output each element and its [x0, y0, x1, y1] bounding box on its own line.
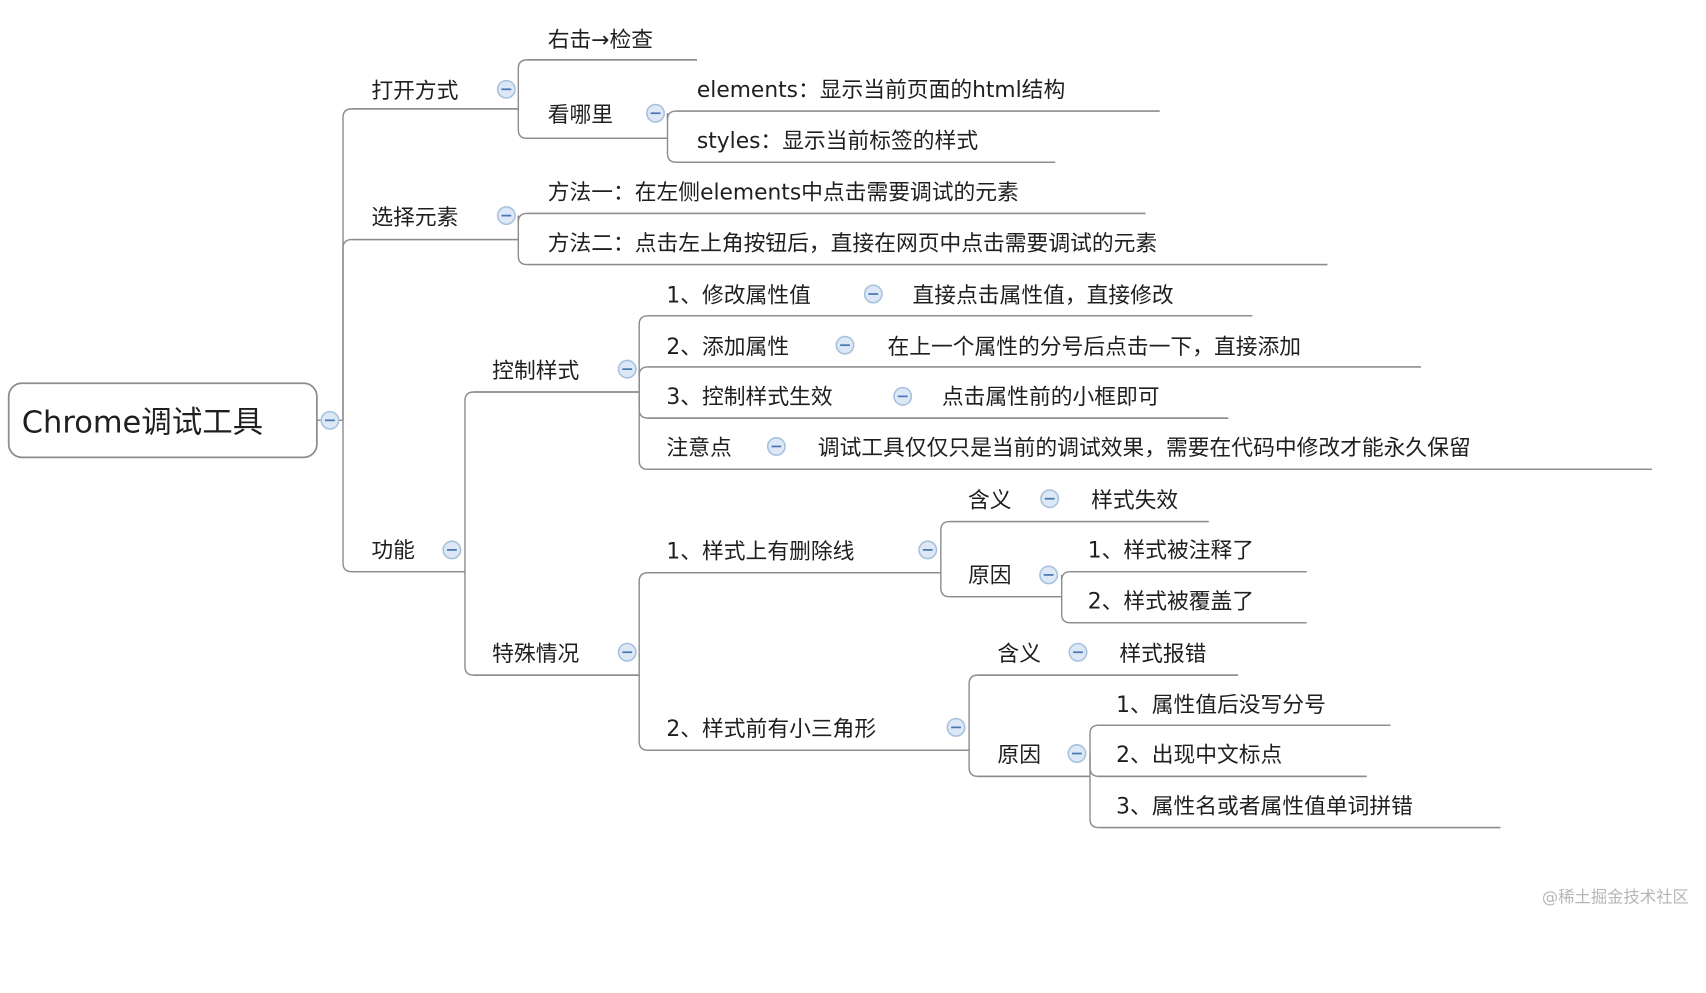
collapse-minus-icon-where[interactable]	[646, 103, 665, 123]
node-note[interactable]: 注意点	[666, 436, 731, 461]
connector-triangle-reason	[968, 727, 1090, 778]
node-underlines	[351, 59, 1652, 829]
node-toggle-style[interactable]: 3、控制样式生效	[666, 385, 832, 410]
node-triangle-reason-3[interactable]: 3、属性名或者属性值单词拼错	[1116, 794, 1413, 819]
node-strikethrough[interactable]: 1、样式上有删除线	[666, 540, 854, 565]
connector-features	[342, 420, 465, 573]
connector-method-2	[517, 215, 1328, 266]
connector-note	[638, 369, 1652, 471]
node-right-click-inspect[interactable]: 右击→检查	[548, 28, 653, 53]
node-select-element[interactable]: 选择元素	[371, 205, 458, 230]
watermark: @稀土掘金技术社区	[1542, 888, 1689, 907]
node-triangle[interactable]: 2、样式前有小三角形	[666, 717, 876, 742]
root-node-label: Chrome调试工具	[22, 405, 263, 440]
connector-open	[342, 108, 519, 421]
node-strikethrough-reason-1[interactable]: 1、样式被注释了	[1088, 539, 1254, 564]
node-strikethrough-meaning[interactable]: 含义	[968, 488, 1012, 513]
node-triangle-reason-2[interactable]: 2、出现中文标点	[1116, 743, 1282, 768]
node-select-method-1[interactable]: 方法一：在左侧elements中点击需要调试的元素	[548, 180, 1019, 205]
node-note-desc[interactable]: 调试工具仅仅只是当前的调试效果，需要在代码中修改才能永久保留	[818, 436, 1471, 461]
collapse-minus-icon-modify-value[interactable]	[863, 284, 883, 304]
root-node[interactable]: Chrome调试工具	[7, 382, 318, 459]
collapse-minus-icon-toggle-style[interactable]	[893, 386, 913, 406]
node-modify-value[interactable]: 1、修改属性值	[666, 284, 810, 309]
node-add-property[interactable]: 2、添加属性	[666, 335, 789, 360]
connector-strikethrough-reason	[940, 549, 1062, 598]
node-triangle-reason-1[interactable]: 1、属性值后没写分号	[1116, 693, 1326, 718]
connector-strikethrough-meaning	[940, 520, 1209, 550]
root-node-box	[7, 382, 318, 459]
collapse-minus-icon-strikethrough-reason[interactable]	[1039, 565, 1059, 585]
connector-triangle	[638, 652, 970, 751]
collapse-minus-icon-add-property[interactable]	[835, 335, 855, 355]
connector-right-click	[517, 59, 697, 90]
node-triangle-meaning[interactable]: 含义	[997, 642, 1041, 667]
collapse-minus-icon-triangle-reason[interactable]	[1067, 744, 1087, 763]
connector-method-1	[517, 212, 1146, 223]
collapse-minus-icon-control-styles[interactable]	[617, 359, 637, 379]
collapse-minus-icon-special-cases[interactable]	[617, 642, 637, 662]
connector-styles	[666, 113, 1056, 163]
node-styles-panel[interactable]: styles：显示当前标签的样式	[697, 129, 978, 154]
node-control-styles[interactable]: 控制样式	[492, 359, 579, 384]
connector-triangle-reason-3	[1089, 753, 1501, 829]
node-strikethrough-reason[interactable]: 原因	[968, 564, 1012, 589]
node-modify-value-desc[interactable]: 直接点击属性值，直接修改	[912, 284, 1173, 309]
node-toggle-style-desc[interactable]: 点击属性前的小框即可	[942, 385, 1160, 410]
connector-triangle-meaning	[968, 674, 1239, 728]
connector-modify-value	[638, 315, 1253, 370]
connector-strikethrough-reason-2	[1060, 574, 1307, 624]
connector-special-cases	[464, 549, 640, 676]
collapse-toggles	[320, 79, 1088, 763]
collapse-minus-icon-triangle[interactable]	[946, 717, 966, 737]
collapse-minus-icon-root[interactable]	[320, 410, 340, 430]
node-labels: 打开方式 右击→检查 看哪里 elements：显示当前页面的html结构 st…	[371, 28, 1470, 820]
collapse-minus-icon-triangle-meaning[interactable]	[1068, 642, 1088, 662]
collapse-minus-icon-open[interactable]	[496, 79, 516, 99]
node-triangle-meaning-value[interactable]: 样式报错	[1119, 642, 1206, 667]
connector-triangle-reason-1	[1089, 724, 1391, 754]
connector-add-property	[638, 366, 1422, 376]
connector-strikethrough	[638, 572, 941, 653]
node-select-method-2[interactable]: 方法二：点击左上角按钮后，直接在网页中点击需要调试的元素	[548, 231, 1157, 256]
node-features[interactable]: 功能	[371, 539, 415, 564]
node-where-to-look[interactable]: 看哪里	[548, 103, 613, 128]
node-strikethrough-reason-2[interactable]: 2、样式被覆盖了	[1088, 590, 1254, 615]
collapse-minus-icon-strikethrough-meaning[interactable]	[1040, 489, 1060, 509]
node-elements-panel[interactable]: elements：显示当前页面的html结构	[697, 78, 1065, 103]
connector-control-styles	[464, 391, 640, 550]
node-open-methods[interactable]: 打开方式	[371, 79, 458, 104]
mindmap-diagram: Chrome调试工具 打开方式 右击→检查 看哪里 elements：显示当前页…	[7, 28, 1689, 907]
collapse-minus-icon-note[interactable]	[766, 436, 786, 456]
connector-elements	[666, 110, 1160, 120]
collapse-minus-icon-features[interactable]	[442, 540, 462, 560]
collapse-minus-icon-strikethrough[interactable]	[918, 540, 938, 560]
node-add-property-desc[interactable]: 在上一个属性的分号后点击一下，直接添加	[887, 335, 1301, 360]
collapse-minus-icon-select[interactable]	[496, 206, 516, 226]
node-strikethrough-meaning-value[interactable]: 样式失效	[1091, 488, 1178, 513]
connector-lines	[316, 59, 1652, 829]
connector-strikethrough-reason-1	[1060, 570, 1307, 581]
node-special-cases[interactable]: 特殊情况	[492, 642, 579, 667]
node-triangle-reason[interactable]: 原因	[997, 743, 1041, 768]
connector-where	[517, 89, 668, 139]
connector-select	[342, 238, 519, 421]
